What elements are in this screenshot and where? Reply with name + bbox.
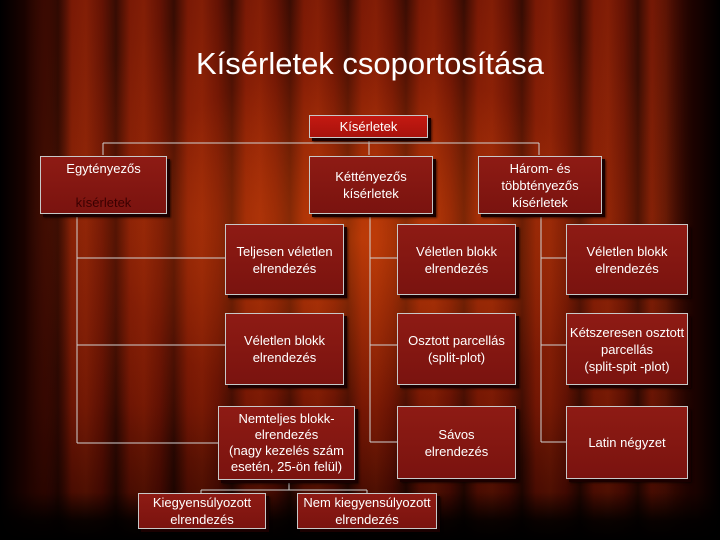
slide-title: Kísérletek csoportosítása [195,46,545,81]
node-single-factor-line2: kísérletek [75,194,132,210]
node-two-factor: Kéttényezős kísérletek [309,156,433,214]
node-completely-random: Teljesen véletlen elrendezés [225,224,344,295]
node-latin-square: Latin négyzet [566,406,688,479]
node-multi-factor: Három- és többtényezős kísérletek [478,156,602,214]
node-balanced: Kiegyensúlyozott elrendezés [138,493,266,529]
node-completely-random-label: Teljesen véletlen elrendezés [236,243,333,276]
node-latin-square-label: Latin négyzet [588,435,666,450]
node-incomplete-block: Nemteljes blokk- elrendezés (nagy kezelé… [218,406,355,480]
node-random-block-1: Véletlen blokk elrendezés [225,313,344,385]
node-random-block-2: Véletlen blokk elrendezés [397,224,516,295]
node-strip-label: Sávos elrendezés [424,426,489,459]
node-experiments-label: Kísérletek [339,119,398,134]
node-incomplete-block-label: Nemteljes blokk- elrendezés (nagy kezelé… [229,411,344,474]
node-strip: Sávos elrendezés [397,406,516,479]
node-multi-factor-label: Három- és többtényezős kísérletek [501,160,579,210]
node-random-block-3: Véletlen blokk elrendezés [566,224,688,295]
node-random-block-2-label: Véletlen blokk elrendezés [416,243,497,276]
node-random-block-3-label: Véletlen blokk elrendezés [586,243,668,276]
node-balanced-label: Kiegyensúlyozott elrendezés [152,495,252,527]
node-unbalanced: Nem kiegyensúlyozott elrendezés [297,493,437,529]
node-experiments: Kísérletek [309,115,428,138]
node-split-split-plot: Kétszeresen osztott parcellás (split-spi… [566,313,688,385]
node-split-split-plot-label: Kétszeresen osztott parcellás (split-spi… [569,324,685,374]
node-unbalanced-label: Nem kiegyensúlyozott elrendezés [303,495,431,527]
node-two-factor-label: Kéttényezős kísérletek [335,169,407,201]
node-random-block-1-label: Véletlen blokk elrendezés [244,333,325,365]
node-single-factor-line1: Egytényezős [66,160,141,176]
node-split-plot-label: Osztott parcellás (split-plot) [408,333,505,365]
node-split-plot: Osztott parcellás (split-plot) [397,313,516,385]
node-single-factor: Egytényezős kísérletek [40,156,167,214]
curtain-left-shadow [0,0,70,540]
